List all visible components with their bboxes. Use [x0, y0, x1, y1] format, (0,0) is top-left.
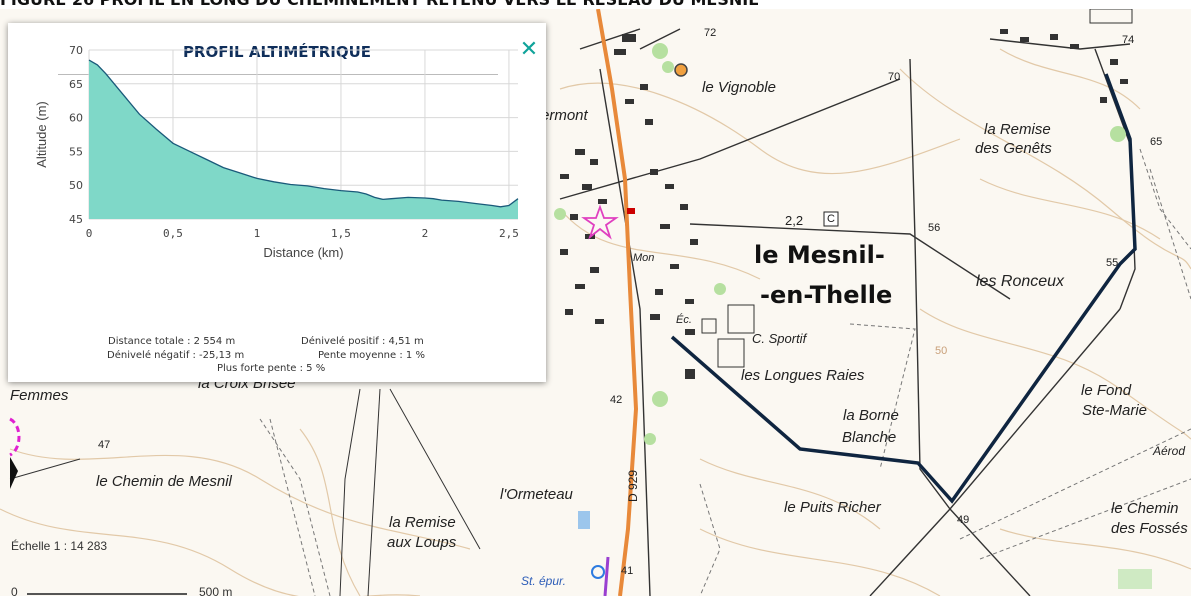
vegetation-patch — [1118, 569, 1152, 589]
elevation-50: 50 — [935, 345, 948, 357]
elevation-47: 47 — [98, 439, 111, 451]
orange-point-marker — [674, 63, 688, 77]
label-km: 2,2 — [785, 213, 804, 228]
label-remise-loups-1: la Remise — [389, 514, 456, 531]
paths-dashed — [259, 148, 1191, 596]
close-icon[interactable]: ✕ — [519, 37, 539, 62]
elevation-65: 65 — [1150, 136, 1163, 148]
elevation-49: 49 — [957, 514, 970, 526]
label-roncieux: les Ronceux — [976, 273, 1065, 290]
label-c-marker: C — [827, 213, 835, 225]
label-remise-genets-1: la Remise — [984, 121, 1051, 138]
main-road-d929 — [596, 9, 639, 596]
label-chemin-fosses-2: des Fossés — [1111, 520, 1188, 537]
stat-distance-totale: Distance totale : 2 554 m — [108, 336, 236, 347]
label-mesnil-2: -en-Thelle — [760, 281, 893, 309]
label-mesnil-1: le Mesnil- — [754, 241, 885, 269]
x-axis-label: Distance (km) — [263, 245, 343, 260]
stat-denivele-negatif: Dénivelé négatif : -25,13 m — [107, 350, 245, 361]
label-remise-genets-2: des Genêts — [975, 140, 1052, 157]
elevation-line — [88, 59, 519, 208]
label-ermont: ermont — [541, 107, 588, 124]
x-tick-label: 1,5 — [331, 227, 351, 240]
magenta-circle-marker — [9, 417, 21, 457]
figure-title: FIGURE 26 PROFIL EN LONG DU CHEMINEMENT … — [0, 0, 1191, 9]
label-puits-richer: le Puits Richer — [784, 499, 881, 516]
label-c-sportif: C. Sportif — [752, 331, 807, 346]
label-longues-raies: les Longues Raies — [741, 367, 865, 384]
y-axis-label: Altitude (m) — [34, 101, 49, 167]
y-tick-label: 65 — [69, 78, 83, 91]
stat-plus-forte-pente: Plus forte pente : 5 % — [217, 363, 326, 374]
water-point — [591, 565, 605, 579]
chart-axes: 45 50 55 60 65 70 0 0,5 1 1,5 2 2,5 — [69, 44, 519, 240]
x-tick-label: 2,5 — [499, 227, 519, 240]
star-marker — [581, 204, 619, 240]
elevation-42: 42 — [610, 394, 623, 406]
label-remise-loups-2: aux Loups — [387, 534, 457, 551]
x-tick-label: 1 — [254, 227, 261, 240]
elevation-70: 70 — [888, 71, 901, 83]
elevation-72: 72 — [704, 27, 717, 39]
x-tick-label: 2 — [422, 227, 429, 240]
scale-length: 500 m — [199, 585, 233, 596]
scale-zero: 0 — [11, 585, 18, 596]
y-tick-label: 50 — [69, 179, 83, 192]
y-tick-label: 60 — [69, 112, 83, 125]
x-tick-label: 0 — [86, 227, 93, 240]
elevation-55: 55 — [1106, 257, 1119, 269]
water-basin — [578, 511, 590, 529]
sport-fields — [701, 9, 1133, 368]
label-mon: Mon — [633, 252, 655, 264]
elevation-chart: 45 50 55 60 65 70 0 0,5 1 1,5 2 2,5 Distance (km) A… — [34, 44, 519, 260]
scale-bar — [27, 593, 187, 595]
label-femmes: Femmes — [10, 387, 69, 404]
map-view[interactable]: le Vignoble ermont la Remise des Genêts … — [0, 9, 1191, 596]
label-chemin-mesnil: le Chemin de Mesnil — [96, 473, 232, 490]
map-basemap — [0, 9, 1191, 596]
label-ec: Éc. — [676, 314, 692, 326]
contour-lines — [0, 48, 1191, 596]
panel-title: PROFIL ALTIMÉTRIQUE — [182, 43, 372, 61]
label-road-d929: D 929 — [626, 469, 640, 502]
title-divider — [58, 74, 498, 75]
label-ormeteau: l'Ormeteau — [500, 486, 573, 503]
label-borne-1: la Borne — [843, 407, 899, 424]
purple-route-segment — [603, 556, 610, 596]
label-aerod: Aérod — [1153, 444, 1186, 458]
scale-ratio: Échelle 1 : 14 283 — [11, 539, 108, 553]
km-marker-box — [823, 211, 839, 227]
paths-solid — [9, 388, 481, 596]
stat-denivele-positif: Dénivelé positif : 4,51 m — [301, 336, 424, 347]
label-fond-2: Ste-Marie — [1082, 402, 1148, 419]
y-tick-label: 55 — [69, 145, 83, 158]
y-tick-label: 70 — [69, 44, 83, 57]
village-buildings — [560, 29, 1128, 379]
black-shape — [10, 457, 18, 489]
elevation-profile-panel: PROFIL ALTIMÉTRIQUE ✕ 45 50 55 60 65 70 0 0,5 1 1… — [8, 23, 546, 382]
vegetation — [554, 43, 1126, 445]
elevation-41: 41 — [621, 565, 634, 577]
label-vignoble: le Vignoble — [702, 79, 776, 96]
elevation-74: 74 — [1122, 34, 1135, 46]
y-tick-label: 45 — [69, 213, 83, 226]
stat-pente-moyenne: Pente moyenne : 1 % — [318, 350, 425, 361]
label-fond-1: le Fond — [1081, 382, 1132, 399]
label-chemin-fosses-1: le Chemin — [1111, 500, 1179, 517]
elevation-56: 56 — [928, 222, 941, 234]
retained-route — [670, 73, 1137, 504]
label-st-epur: St. épur. — [521, 574, 566, 588]
red-building — [627, 208, 635, 214]
label-borne-2: Blanche — [842, 429, 897, 446]
x-tick-label: 0,5 — [163, 227, 183, 240]
elevation-area — [89, 60, 518, 219]
